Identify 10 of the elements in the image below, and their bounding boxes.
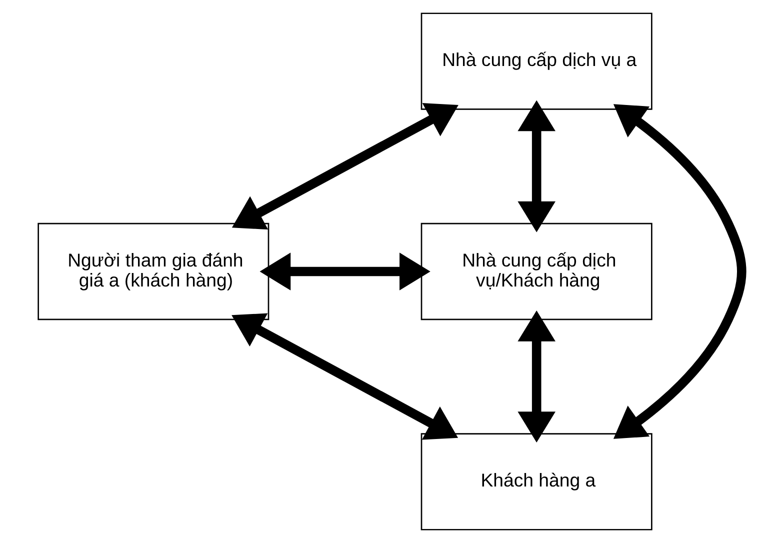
arrow [260, 252, 430, 290]
arrow [232, 313, 458, 440]
node-box: Người tham gia đánh giá a (khách hàng) [38, 222, 270, 320]
arrow [232, 103, 458, 230]
arrow [518, 310, 556, 443]
node-box: Nhà cung cấp dịch vụ/Khách hàng [420, 222, 652, 320]
arrow [613, 104, 746, 439]
arrow [518, 100, 556, 232]
node-box: Nhà cung cấp dịch vụ a [420, 12, 652, 110]
node-box: Khách hàng a [420, 433, 652, 530]
